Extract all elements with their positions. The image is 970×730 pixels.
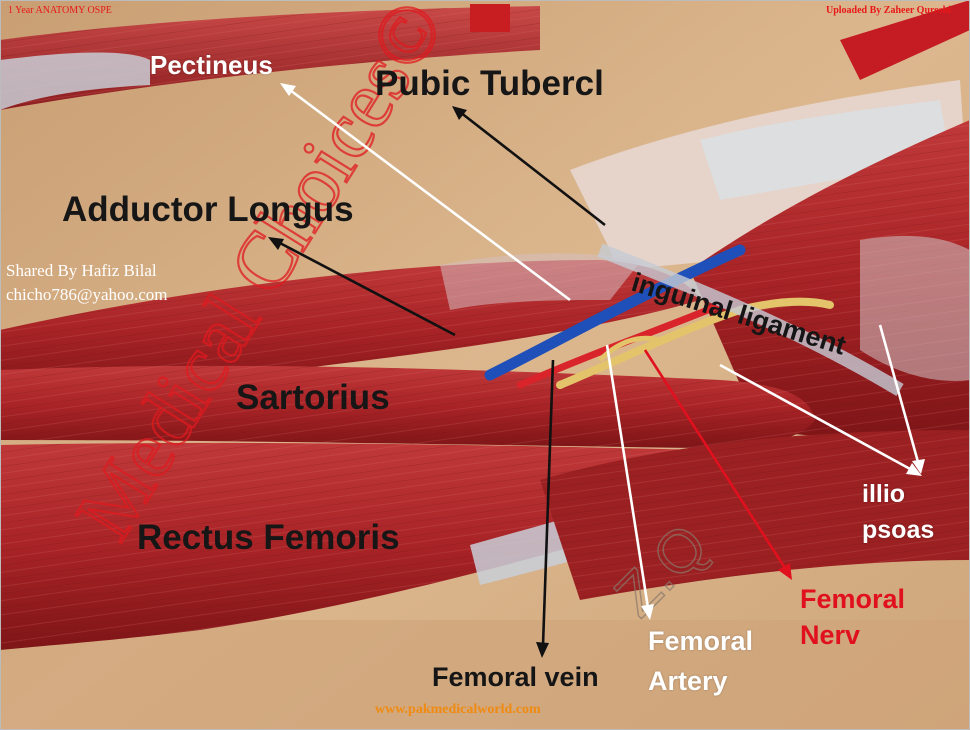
illiopsoas-pointer-line-1: [719, 363, 913, 472]
pubic-tubercle-pointer-line: [459, 110, 606, 227]
label-femoral-artery-line2: Artery: [648, 666, 728, 696]
adductor-longus-pointer-line: [277, 240, 456, 337]
label-femoral-nerve-line2: Nerv: [800, 620, 861, 650]
femoral-artery-pointer-line: [605, 344, 650, 609]
femoral-vein-arrowhead: [536, 642, 549, 658]
illiopsoas-pointer-line-2: [878, 324, 920, 463]
femoral-nerve-arrowhead: [778, 563, 792, 580]
illiopsoas-arrowhead-1: [906, 463, 922, 476]
label-adductor-longus: Adductor Longus: [62, 190, 354, 229]
label-illiopsoas-line1: illio: [862, 480, 906, 508]
label-femoral-artery-line1: Femoral: [648, 626, 754, 656]
illiopsoas-arrowhead-2: [912, 459, 925, 474]
femoral-nerve-pointer-line: [643, 349, 787, 569]
pubic-tubercle-arrowhead: [452, 106, 467, 120]
label-femoral-nerve-line1: Femoral: [800, 584, 906, 614]
label-illiopsoas-line2: psoas: [862, 516, 935, 544]
credit-name: Shared By Hafiz Bilal: [6, 261, 157, 280]
label-sartorius: Sartorius: [236, 378, 390, 417]
label-pubic-tubercle: Pubic Tubercl: [375, 64, 604, 103]
pectineus-arrowhead: [280, 83, 296, 96]
footer-website-link[interactable]: www.pakmedicalworld.com: [375, 702, 541, 717]
adductor-longus-arrowhead: [268, 237, 284, 250]
label-pectineus: Pectineus: [150, 50, 273, 80]
label-rectus-femoris: Rectus Femoris: [137, 518, 400, 557]
credit-email: chicho786@yahoo.com: [6, 285, 168, 304]
femoral-artery-arrowhead: [641, 604, 654, 620]
femoral-vein-pointer-line: [541, 359, 555, 646]
header-left-caption: 1 Year ANATOMY OSPE: [8, 5, 112, 16]
label-femoral-vein: Femoral vein: [432, 662, 599, 692]
header-right-caption: Uploaded By Zaheer Qureshi: [826, 5, 951, 16]
pectineus-pointer-line: [289, 88, 571, 302]
